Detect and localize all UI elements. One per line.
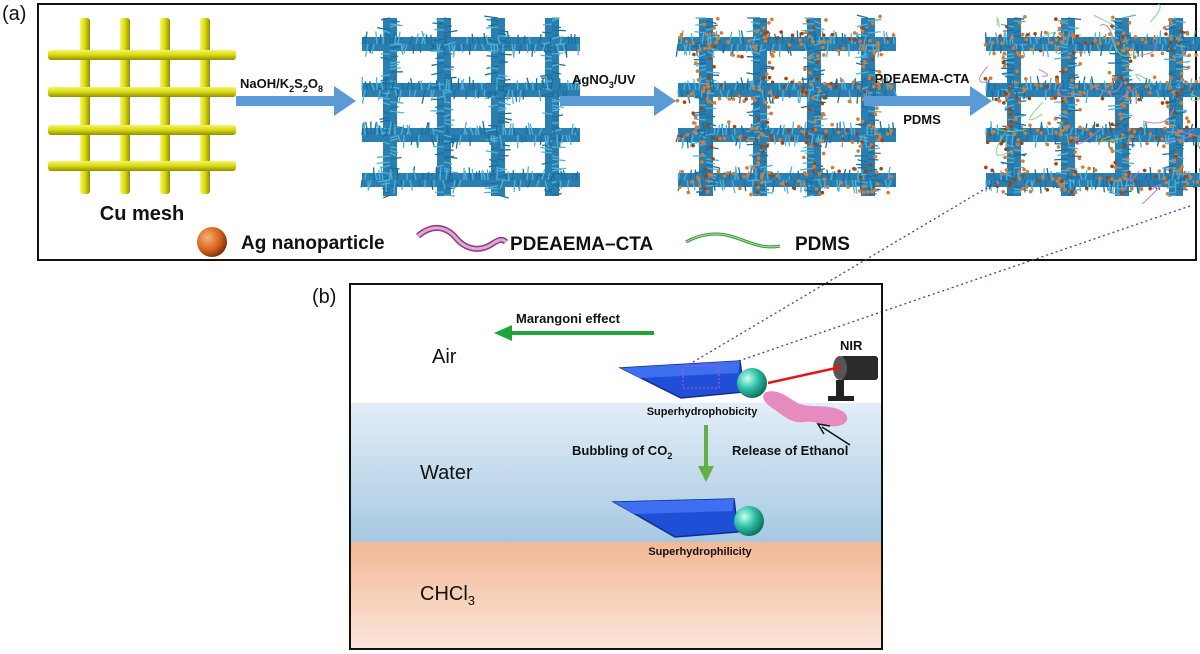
- ag-decorated-mesh: [675, 14, 898, 198]
- mesh-wire-vertical: [80, 18, 90, 194]
- mesh-wire-horizontal: [48, 50, 236, 60]
- water-layer: [350, 403, 882, 542]
- pdeaema-chain-icon: [416, 225, 509, 252]
- water-label: Water: [420, 462, 473, 484]
- zoom-line-1: [682, 179, 1001, 369]
- coated-wire-vertical: [545, 18, 559, 196]
- boat-top-sphere: [737, 368, 767, 398]
- zoom-line-2: [717, 205, 1191, 369]
- coated-wire-horizontal: [678, 83, 896, 97]
- mesh-wire-horizontal: [48, 87, 236, 97]
- legend: Ag nanoparticle PDEAEMA–CTA PDMS: [197, 225, 850, 257]
- chcl3-label: CHCl3: [420, 583, 475, 608]
- coated-wire-horizontal: [362, 173, 580, 187]
- legend-ag: Ag nanoparticle: [241, 233, 385, 254]
- arrow-step-1-head: [334, 86, 356, 116]
- arrow-2-label: AgNO3/UV: [572, 72, 636, 90]
- boat-bottom: [611, 498, 764, 538]
- mesh-wire-horizontal: [48, 125, 236, 135]
- arrow-3-label-bottom: PDMS: [903, 112, 941, 127]
- marangoni-label: Marangoni effect: [516, 311, 621, 326]
- panel-b-frame: [349, 283, 883, 650]
- legend-pdms: PDMS: [795, 234, 850, 255]
- polymer-chains: [978, 3, 1200, 205]
- cu-mesh-caption: Cu mesh: [100, 203, 184, 225]
- bubbling-arrow-head: [698, 466, 714, 482]
- panel-b-label: (b): [312, 286, 336, 308]
- superhydrophobicity-label: Superhydrophobicity: [647, 406, 759, 418]
- cu-hydroxide-mesh: [360, 15, 582, 199]
- boat-top: [618, 360, 767, 399]
- release-pointer: [821, 426, 851, 446]
- panel-a-label: (a): [2, 3, 26, 25]
- boat-bottom-sphere: [734, 506, 764, 536]
- superhydrophilicity-label: Superhydrophilicity: [648, 546, 752, 558]
- mesh-wire-horizontal: [48, 161, 236, 171]
- arrow-step-3-head: [970, 86, 992, 116]
- coated-wire-vertical: [699, 18, 713, 196]
- ag-nanoparticle-icon: [197, 227, 227, 257]
- marangoni-arrow-head: [494, 325, 512, 341]
- ethanol-release-blob: [763, 391, 848, 427]
- coated-wire-vertical: [437, 18, 451, 196]
- laser-beam: [767, 366, 837, 385]
- release-label: Release of Ethanol: [732, 443, 848, 458]
- ag-nanoparticles: [675, 14, 896, 197]
- nir-label: NIR: [840, 338, 863, 353]
- coated-wire-horizontal: [678, 37, 896, 51]
- zoom-box: [682, 365, 720, 389]
- mesh-wire-vertical: [160, 18, 170, 194]
- air-label: Air: [432, 346, 457, 368]
- legend-pdeaema: PDEAEMA–CTA: [510, 234, 653, 255]
- cu-mesh: [48, 18, 236, 194]
- mesh-wire-vertical: [120, 18, 130, 194]
- coated-wire-horizontal: [362, 83, 580, 97]
- chcl3-layer: [350, 542, 882, 649]
- coated-wire-vertical: [1061, 18, 1075, 196]
- nanostructure-spikes: [360, 15, 582, 199]
- nir-laser: [828, 356, 878, 401]
- arrow-1-label: NaOH/K2S2O8: [240, 76, 323, 94]
- mesh-wire-vertical: [200, 18, 210, 194]
- arrow-step-2-head: [654, 86, 676, 116]
- coated-mesh: [978, 3, 1200, 205]
- arrow-3-label-top: PDEAEMA-CTA: [874, 71, 970, 86]
- bubbling-label: Bubbling of CO2: [572, 443, 672, 461]
- ag-nanoparticles: [983, 14, 1200, 196]
